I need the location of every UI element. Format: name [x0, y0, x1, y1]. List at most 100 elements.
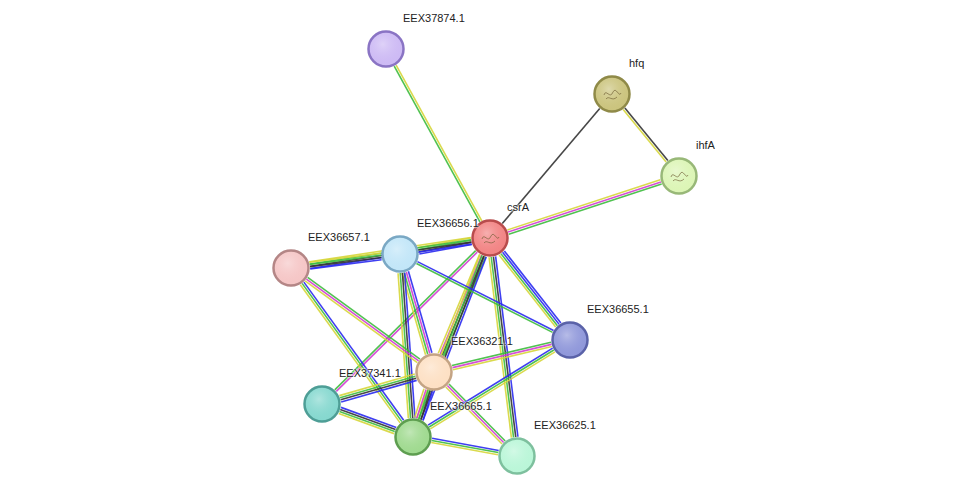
- structure-icon: [604, 90, 621, 99]
- evidence-line: [300, 285, 400, 423]
- interaction-edge: [431, 438, 498, 455]
- evidence-line: [507, 180, 660, 230]
- evidence-line: [508, 182, 661, 232]
- node-gloss: [275, 252, 307, 284]
- circle-outline: [660, 157, 698, 195]
- evidence-line: [306, 279, 418, 361]
- interaction-edge: [416, 262, 553, 333]
- protein-label: EEX36321.1: [451, 335, 513, 347]
- evidence-line: [625, 108, 668, 161]
- protein-node: ihfA: [660, 157, 698, 195]
- evidence-line: [310, 258, 381, 267]
- node-gloss: [418, 356, 450, 388]
- evidence-line: [304, 282, 404, 420]
- evidence-line: [309, 253, 380, 262]
- evidence-line: [340, 376, 415, 398]
- protein-node: EEX36321.1: [415, 353, 453, 391]
- interaction-edge: [305, 277, 420, 362]
- structure-icon: [671, 172, 688, 181]
- protein-label: EEX36625.1: [534, 419, 596, 431]
- evidence-line: [339, 412, 394, 432]
- node-gloss: [501, 440, 533, 472]
- interaction-edge: [402, 271, 432, 354]
- node-fill: [383, 237, 418, 272]
- node-circle: [303, 385, 341, 423]
- protein-label: ihfA: [696, 139, 715, 151]
- node-circle: [367, 30, 405, 68]
- evidence-line: [417, 389, 426, 418]
- circle-outline: [303, 385, 341, 423]
- circle-outline: [498, 437, 536, 475]
- node-fill: [553, 323, 588, 358]
- node-gloss: [474, 222, 506, 254]
- node-gloss: [384, 238, 416, 270]
- evidence-line: [491, 257, 513, 437]
- evidence-line: [623, 109, 666, 162]
- node-fill: [595, 77, 630, 112]
- node-gloss: [397, 421, 429, 453]
- circle-outline: [367, 30, 405, 68]
- protein-node: EEX36656.1: [381, 235, 419, 273]
- node-circle: [394, 418, 432, 456]
- evidence-line: [396, 65, 482, 221]
- evidence-line: [341, 378, 416, 400]
- node-circle: [593, 75, 631, 113]
- node-fill: [369, 32, 404, 67]
- structure-icon: [482, 234, 499, 243]
- circle-outline: [394, 418, 432, 456]
- node-fill: [305, 387, 340, 422]
- circle-outline: [551, 321, 589, 359]
- circle-outline: [381, 235, 419, 273]
- evidence-line: [499, 255, 556, 327]
- protein-label: hfq: [629, 57, 644, 69]
- node-circle: [551, 321, 589, 359]
- node-fill: [417, 355, 452, 390]
- evidence-line: [398, 273, 408, 418]
- interaction-edge: [309, 253, 381, 269]
- node-gloss: [306, 388, 338, 420]
- protein-label: EEX37341.1: [339, 367, 401, 379]
- node-fill: [396, 420, 431, 455]
- evidence-line: [503, 252, 560, 324]
- node-gloss: [370, 33, 402, 65]
- interaction-edge: [499, 251, 561, 327]
- circle-outline: [272, 249, 310, 287]
- node-fill: [274, 251, 309, 286]
- node-fill: [662, 159, 697, 194]
- circle-outline: [415, 353, 453, 391]
- evidence-line: [419, 390, 428, 419]
- node-gloss: [554, 324, 586, 356]
- evidence-line: [415, 389, 424, 418]
- protein-node: EEX36655.1: [551, 321, 589, 359]
- interaction-edge: [415, 389, 433, 421]
- interaction-edge: [300, 282, 403, 423]
- protein-label: EEX36665.1: [430, 400, 492, 412]
- evidence-line: [340, 409, 395, 429]
- evidence-line: [416, 264, 552, 333]
- node-gloss: [663, 160, 695, 192]
- interaction-edge: [489, 256, 518, 437]
- evidence-line: [501, 254, 558, 326]
- evidence-line: [302, 283, 402, 421]
- evidence-line: [431, 443, 498, 455]
- node-circle: [415, 353, 453, 391]
- protein-label: csrA: [507, 201, 529, 213]
- node-fill: [500, 439, 535, 474]
- protein-node: EEX37874.1: [367, 30, 405, 68]
- node-circle: [272, 249, 310, 287]
- evidence-line: [417, 262, 553, 331]
- evidence-line: [339, 414, 394, 434]
- node-gloss: [596, 78, 628, 110]
- interaction-edge: [394, 65, 482, 222]
- evidence-line: [310, 255, 381, 264]
- protein-node: EEX36665.1: [394, 418, 432, 456]
- evidence-line: [394, 66, 480, 222]
- evidence-line: [489, 257, 511, 437]
- evidence-line: [402, 273, 412, 418]
- protein-label: EEX36656.1: [417, 217, 479, 229]
- protein-node: EEX36657.1: [272, 249, 310, 287]
- node-circle: [660, 157, 698, 195]
- interaction-edge: [507, 180, 661, 234]
- protein-label: EEX36657.1: [308, 231, 370, 243]
